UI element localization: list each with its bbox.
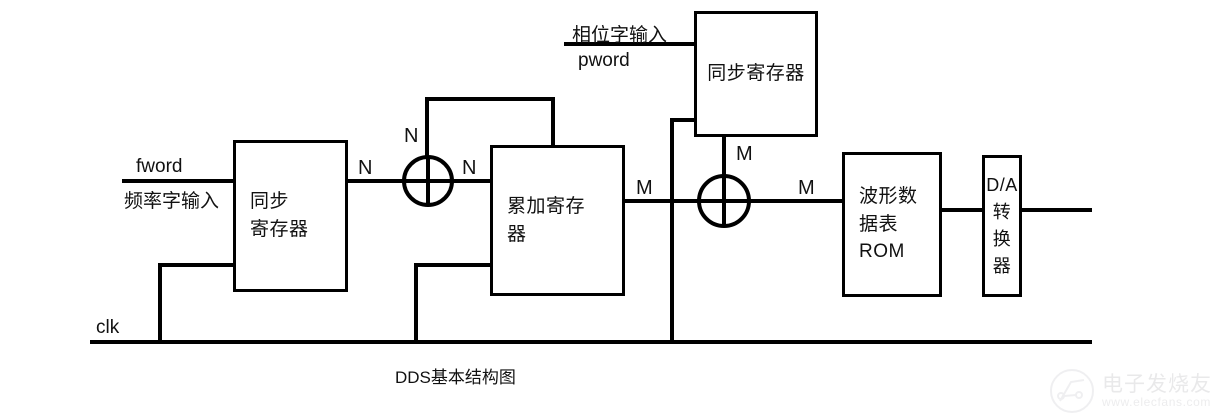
elecfans-logo-icon: [1050, 369, 1094, 413]
bus-label-m-accumulator-out: M: [636, 177, 653, 199]
block-label-line: 累加寄存: [507, 195, 586, 217]
watermark-brand: 电子发烧友: [1102, 372, 1212, 396]
watermark: 电子发烧友 www.elecfans.com: [1049, 368, 1212, 414]
adder-symbol-2: [697, 174, 751, 228]
bus-label-n-adder-top: N: [404, 125, 419, 147]
block-label-line: 同步: [250, 191, 290, 213]
watermark-url: www.elecfans.com: [1102, 394, 1211, 409]
bus-label-n-adder-out: N: [462, 157, 477, 179]
block-sync-register-freq[interactable]: 同步 寄存器: [233, 140, 348, 292]
block-label-line: 换: [992, 229, 1012, 249]
bus-label-n-register-out: N: [358, 157, 373, 179]
block-label-line: 转: [992, 202, 1012, 222]
block-label-line: 据表: [859, 213, 899, 235]
block-sync-register-phase[interactable]: 同步寄存器: [694, 11, 818, 137]
block-label-line: 器: [992, 256, 1012, 276]
block-waveform-rom[interactable]: 波形数 据表 ROM: [842, 152, 942, 297]
port-label-pword-desc: 相位字输入: [572, 25, 668, 46]
port-label-fword-desc: 频率字输入: [124, 191, 220, 212]
block-label-line: 同步寄存器: [707, 63, 805, 85]
block-label-line: 器: [507, 223, 527, 245]
block-label-line: 寄存器: [250, 219, 309, 240]
bus-label-m-adder-out: M: [798, 177, 815, 199]
bus-label-m-adder-top: M: [736, 143, 753, 165]
block-label-line: D/A: [986, 175, 1018, 195]
port-label-pword: pword: [578, 50, 630, 71]
port-label-clk: clk: [96, 317, 120, 338]
port-label-fword: fword: [136, 156, 183, 177]
block-label-line: 波形数: [859, 186, 918, 208]
diagram-caption: DDS基本结构图: [395, 368, 516, 387]
block-accumulator-register[interactable]: 累加寄存 器: [490, 145, 625, 296]
adder-symbol-1: [402, 155, 454, 207]
block-label-line: ROM: [859, 241, 905, 263]
block-dac[interactable]: D/A 转 换 器: [982, 155, 1022, 297]
